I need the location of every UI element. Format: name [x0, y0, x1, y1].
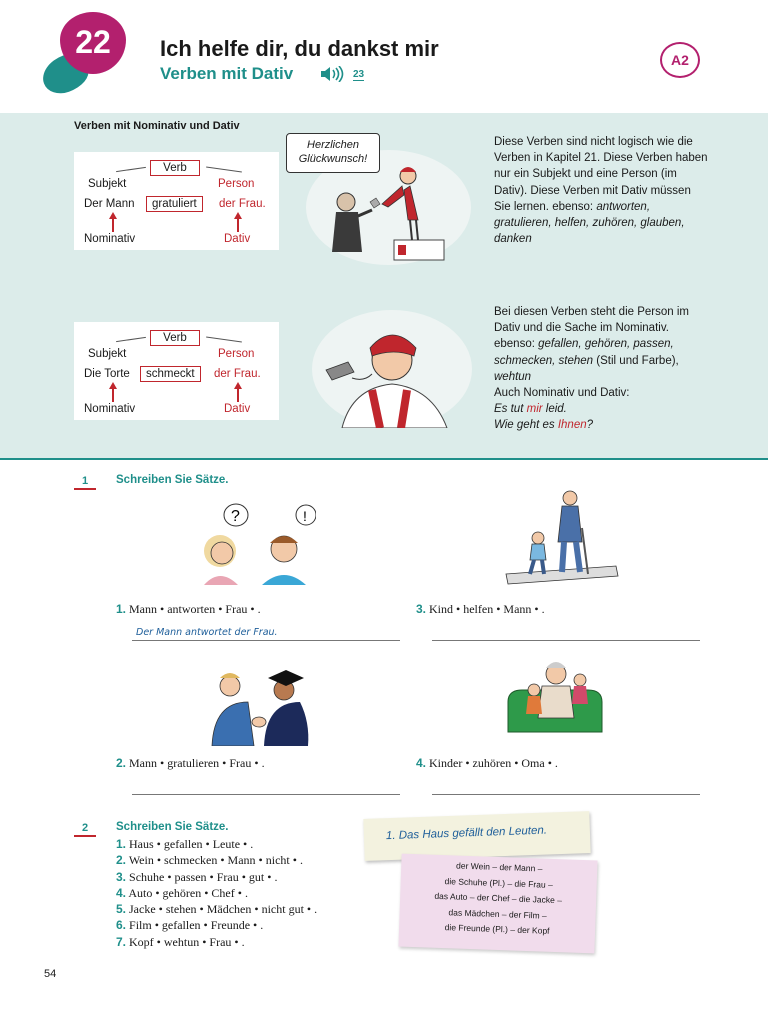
grammar-explanation-1: Diese Verben sind nicht logisch wie die …	[494, 134, 709, 247]
sentence-verb: gratuliert	[146, 196, 203, 212]
exercise-2-item: 1. Haus • gefallen • Leute • .	[116, 837, 254, 851]
verb-label: Verb	[150, 330, 200, 346]
verb-examples-last: wehtun	[494, 370, 532, 383]
level-badge: A2	[660, 42, 700, 78]
case-dative: Dativ	[224, 403, 251, 415]
illustration-child-helping-man	[502, 488, 620, 588]
sentence-subject: Der Mann	[84, 198, 135, 210]
page-subtitle: Verben mit Dativ	[160, 64, 294, 83]
case-dative: Dativ	[224, 233, 251, 245]
exercise-1-item-2: 2. Mann • gratulieren • Frau • .	[116, 756, 265, 770]
arrow-up-icon	[234, 212, 242, 232]
person-label: Person	[218, 178, 255, 190]
exercise-2-item: 3. Schuhe • passen • Frau • gut • .	[116, 869, 278, 884]
exercise-1-number: 1	[74, 475, 96, 490]
examples-note: (Stil und Farbe),	[596, 354, 679, 367]
case-nominative: Nominativ	[84, 403, 136, 415]
subject-label: Subjekt	[88, 178, 127, 190]
svg-text:?: ?	[231, 508, 240, 525]
answer-line[interactable]	[432, 640, 700, 641]
exercise-1-answer-1[interactable]: Der Mann antwortet der Frau.	[136, 627, 278, 638]
hint-note: der Wein – der Mann – die Schuhe (Pl.) –…	[398, 853, 598, 954]
ebenso-label: ebenso:	[494, 338, 535, 351]
exercise-2-list: 1. Haus • gefallen • Leute • . 2. Wein •…	[116, 836, 317, 950]
explanation-text: Bei diesen Verben steht die Person im Da…	[494, 306, 689, 335]
explanation-text: Diese Verben sind nicht logisch wie die …	[494, 136, 708, 213]
exercise-2-item: 6. Film • gefallen • Freunde • .	[116, 918, 264, 933]
page-title: Ich helfe dir, du dankst mir	[160, 36, 439, 61]
answer-line[interactable]	[132, 794, 400, 795]
arrow-up-icon	[234, 382, 242, 402]
example-sentence-a: Es tut mir leid.	[494, 403, 567, 416]
sentence-verb: schmeckt	[140, 366, 201, 382]
sentence-object: der Frau.	[214, 368, 261, 380]
speech-bubble-text: Herzlichen Glückwunsch!	[298, 139, 368, 165]
grammar-heading: Verben mit Nominativ und Dativ	[74, 120, 240, 132]
illustration-graduation-congratulation	[204, 664, 314, 747]
case-nominative: Nominativ	[84, 233, 136, 245]
person-label: Person	[218, 348, 255, 360]
exercise-2-item: 7. Kopf • wehtun • Frau • .	[116, 934, 245, 949]
illustration-man-woman-question: ? !	[196, 503, 317, 585]
ebenso-label: ebenso:	[552, 200, 594, 213]
grammar-explanation-2: Bei diesen Verben steht die Person im Da…	[494, 304, 709, 434]
exercise-1-title: Schreiben Sie Sätze.	[116, 474, 229, 486]
answer-line[interactable]	[432, 794, 700, 795]
speech-bubble: Herzlichen Glückwunsch!	[286, 133, 380, 173]
exercise-1-item-3: 3. Kind • helfen • Mann • .	[416, 602, 545, 616]
exercise-1-item-4: 4. Kinder • zuhören • Oma • .	[416, 756, 558, 770]
illustration-woman-eating	[312, 310, 472, 429]
grammar-diagram-1: Verb Subjekt Person Der Mann gratuliert …	[74, 152, 279, 250]
verb-examples: gefallen, gehören, passen, schmecken, st…	[494, 338, 674, 367]
example-answer-text: 1. Das Haus gefällt den Leuten.	[385, 824, 548, 843]
chapter-number: 22	[75, 24, 111, 60]
grammar-diagram-2: Verb Subjekt Person Die Torte schmeckt d…	[74, 322, 279, 420]
arrow-up-icon	[109, 212, 117, 232]
exercise-2-number: 2	[74, 822, 96, 837]
exercise-1-item-1: 1. Mann • antworten • Frau • .	[116, 602, 261, 616]
illustration-grandmother-children	[504, 656, 604, 742]
audio-track-number: 23	[353, 69, 365, 81]
arrow-up-icon	[109, 382, 117, 402]
verb-examples: antworten, gratulieren, helfen, zuhören,…	[494, 200, 685, 246]
exercise-2-title: Schreiben Sie Sätze.	[116, 821, 229, 833]
example-sentence-b: Wie geht es Ihnen?	[494, 419, 594, 432]
exercise-2-item: 4. Auto • gehören • Chef • .	[116, 885, 248, 900]
also-label: Auch Nominativ und Dativ:	[494, 387, 630, 400]
page-number: 54	[44, 968, 57, 980]
subject-label: Subjekt	[88, 348, 127, 360]
verb-label: Verb	[150, 160, 200, 176]
answer-line[interactable]	[132, 640, 400, 641]
exercise-2-item: 2. Wein • schmecken • Mann • nicht • .	[116, 853, 303, 868]
chapter-badge	[60, 12, 126, 74]
svg-text:!: !	[303, 508, 307, 524]
example-answer-note: 1. Das Haus gefällt den Leuten.	[363, 811, 591, 861]
audio-speaker-icon[interactable]	[318, 65, 348, 85]
sentence-subject: Die Torte	[84, 368, 130, 380]
exercise-2-item: 5. Jacke • stehen • Mädchen • nicht gut …	[116, 902, 318, 917]
sentence-object: der Frau.	[219, 198, 266, 210]
